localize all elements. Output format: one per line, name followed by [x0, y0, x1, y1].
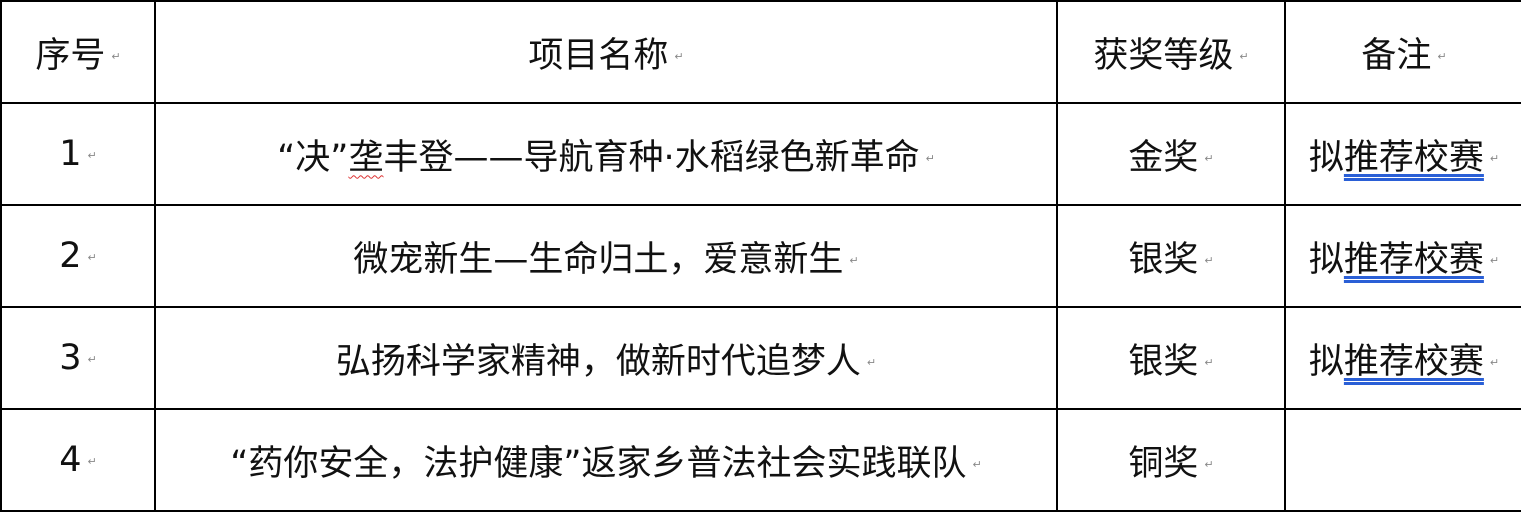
- paragraph-mark-icon: ↵: [925, 152, 935, 165]
- row-number: 4: [59, 440, 82, 480]
- number-cell[interactable]: 2↵: [0, 204, 156, 308]
- header-cell: 项目名称 ↵: [154, 0, 1058, 104]
- remark-text: 拟: [1308, 341, 1344, 382]
- table-row: 4↵“药你安全，法护健康”返家乡普法社会实践联队↵铜奖↵: [0, 408, 1521, 512]
- paragraph-mark-icon: ↵: [87, 148, 97, 162]
- paragraph-mark-icon: ↵: [972, 458, 982, 471]
- paragraph-mark-icon: ↵: [1437, 50, 1447, 63]
- paragraph-mark-icon: ↵: [87, 352, 97, 366]
- remark-grammar-flag: 推荐校赛: [1343, 341, 1484, 382]
- project-name-cell[interactable]: 微宠新生—生命归土，爱意新生 ↵: [154, 204, 1058, 308]
- project-name: 弘扬科学家精神，做新时代追梦人: [335, 341, 861, 382]
- paragraph-mark-icon: ↵: [849, 254, 859, 267]
- project-name: “决”: [277, 137, 349, 178]
- award-level-cell[interactable]: 银奖 ↵: [1056, 306, 1286, 410]
- paragraph-mark-icon: ↵: [87, 454, 97, 468]
- table-row: 1↵“决”垄丰登——导航育种·水稻绿色新革命↵金奖↵拟推荐校赛↵: [0, 102, 1521, 206]
- number-cell[interactable]: 3↵: [0, 306, 156, 410]
- remark-cell[interactable]: 拟推荐校赛 ↵: [1284, 102, 1521, 206]
- header-label: 获奖等级: [1093, 35, 1234, 76]
- header-label: 项目名称: [528, 35, 669, 76]
- remark-cell[interactable]: 拟推荐校赛 ↵: [1284, 306, 1521, 410]
- paragraph-mark-icon: ↵: [1204, 356, 1214, 369]
- paragraph-mark-icon: ↵: [1489, 254, 1500, 267]
- remark-cell[interactable]: 拟推荐校赛 ↵: [1284, 204, 1521, 308]
- award-level: 铜奖: [1128, 443, 1199, 484]
- paragraph-mark-icon: ↵: [1489, 152, 1500, 165]
- header-label: 序号: [35, 35, 106, 76]
- award-level: 银奖: [1128, 239, 1199, 280]
- remark-cell[interactable]: [1284, 408, 1521, 512]
- award-level: 银奖: [1128, 341, 1199, 382]
- header-row: 序号 ↵ 项目名称 ↵ 获奖等级 ↵ 备注 ↵: [0, 0, 1521, 104]
- project-name-cell[interactable]: “药你安全，法护健康”返家乡普法社会实践联队 ↵: [154, 408, 1058, 512]
- paragraph-mark-icon: ↵: [674, 50, 684, 63]
- remark-grammar-flag: 推荐校赛: [1343, 239, 1484, 280]
- row-number: 2: [59, 236, 82, 276]
- table-row: 3↵弘扬科学家精神，做新时代追梦人↵银奖↵拟推荐校赛↵: [0, 306, 1521, 410]
- project-name-cell[interactable]: 弘扬科学家精神，做新时代追梦人 ↵: [154, 306, 1058, 410]
- project-name: 微宠新生—生命归土，爱意新生: [353, 239, 844, 280]
- award-level-cell[interactable]: 铜奖 ↵: [1056, 408, 1286, 512]
- paragraph-mark-icon: ↵: [1204, 458, 1214, 471]
- award-level-cell[interactable]: 银奖 ↵: [1056, 204, 1286, 308]
- row-number: 3: [59, 338, 82, 378]
- remark-grammar-flag: 推荐校赛: [1343, 137, 1484, 178]
- award-level-cell[interactable]: 金奖 ↵: [1056, 102, 1286, 206]
- number-cell[interactable]: 4↵: [0, 408, 156, 512]
- paragraph-mark-icon: ↵: [1204, 254, 1214, 267]
- paragraph-mark-icon: ↵: [866, 356, 877, 369]
- number-cell[interactable]: 1↵: [0, 102, 156, 206]
- spellcheck-word: 垄: [348, 137, 384, 178]
- remark-text: 拟: [1308, 239, 1344, 280]
- header-cell: 序号 ↵: [0, 0, 156, 104]
- project-name-rest: 丰登——导航育种·水稻绿色新革命: [383, 137, 920, 178]
- header-label: 备注: [1361, 35, 1432, 76]
- row-number: 1: [59, 134, 82, 174]
- paragraph-mark-icon: ↵: [1204, 152, 1214, 165]
- table-row: 2↵微宠新生—生命归土，爱意新生↵银奖↵拟推荐校赛↵: [0, 204, 1521, 308]
- paragraph-mark-icon: ↵: [87, 250, 97, 264]
- remark-text: 拟: [1308, 137, 1344, 178]
- paragraph-mark-icon: ↵: [1239, 50, 1249, 63]
- paragraph-mark-icon: ↵: [111, 50, 121, 63]
- paragraph-mark-icon: ↵: [1489, 356, 1500, 369]
- header-cell: 备注 ↵: [1284, 0, 1521, 104]
- header-cell: 获奖等级 ↵: [1056, 0, 1286, 104]
- project-name: “药你安全，法护健康”返家乡普法社会实践联队: [230, 443, 967, 484]
- award-level: 金奖: [1128, 137, 1199, 178]
- project-name-cell[interactable]: “决”垄丰登——导航育种·水稻绿色新革命 ↵: [154, 102, 1058, 206]
